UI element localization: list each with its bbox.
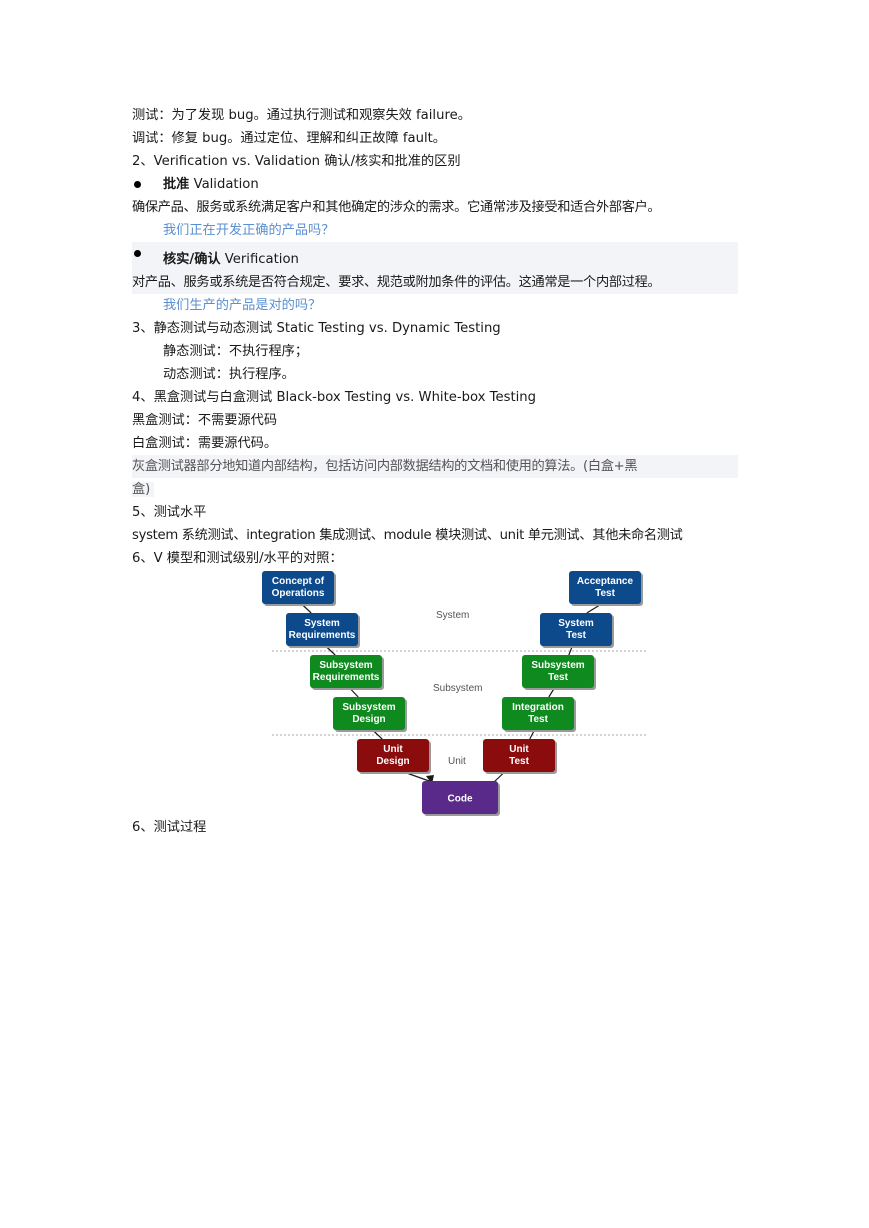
box-label: Subsystem — [342, 702, 395, 713]
text-line: 对产品、服务或系统是否符合规定、要求、规范或附加条件的评估。这通常是一个内部过程… — [132, 271, 738, 294]
box-fill — [310, 655, 382, 688]
section-heading: 6、测试过程 — [132, 820, 207, 835]
text-line: 测试：为了发现 bug。通过执行测试和观察失效 failure。 — [132, 108, 471, 123]
section-heading: 4、黑盒测试与白盒测试 Black-box Testing vs. White-… — [132, 390, 537, 405]
level-label: System — [436, 610, 469, 621]
level-label: Subsystem — [433, 683, 482, 694]
box-label: Operations — [272, 588, 325, 599]
section-heading: 5、测试水平 — [132, 505, 207, 520]
box-label: Test — [548, 672, 568, 683]
box-label: Code — [448, 794, 473, 805]
box-label: Subsystem — [319, 660, 372, 671]
box-label: System — [558, 618, 594, 629]
bullet-item-verification: 核实/确认 Verification — [132, 242, 738, 271]
box-label: Requirements — [289, 630, 356, 641]
box-label: Test — [566, 630, 586, 641]
box-label: System — [304, 618, 340, 629]
text-line: 白盒测试：需要源代码。 — [132, 436, 278, 451]
bullet-item-validation: 批准 Validation — [132, 173, 738, 196]
box-label: Concept of — [272, 576, 325, 587]
section-heading: 6、V 模型和测试级别/水平的对照： — [132, 551, 343, 566]
box-label: Unit — [383, 744, 403, 755]
box-label: Requirements — [313, 672, 380, 683]
box-label: Test — [595, 588, 615, 599]
text-line: 黑盒测试：不需要源代码 — [132, 413, 278, 428]
text-line: 动态测试：执行程序。 — [163, 367, 295, 382]
text-line: 调试：修复 bug。通过定位、理解和纠正故障 fault。 — [132, 131, 446, 146]
box-label: Design — [352, 714, 385, 725]
text-line: system 系统测试、integration 集成测试、module 模块测试… — [132, 528, 683, 543]
box-label: Design — [376, 756, 409, 767]
text-line-cont: 盒) — [132, 478, 738, 501]
text-line: 静态测试：不执行程序； — [163, 344, 309, 359]
bullet-term: 批准 — [163, 177, 190, 192]
box-fill — [286, 613, 358, 646]
document-body: 测试：为了发现 bug。通过执行测试和观察失效 failure。 调试：修复 b… — [132, 104, 738, 570]
box-fill — [333, 697, 405, 730]
box-fill — [483, 739, 555, 772]
text-line: 灰盒测试器部分地知道内部结构，包括访问内部数据结构的文档和使用的算法。(白盒+黑 — [132, 455, 738, 478]
text-line: 确保产品、服务或系统满足客户和其他确定的涉众的需求。它通常涉及接受和适合外部客户… — [132, 200, 661, 215]
box-fill — [569, 571, 641, 604]
box-label: Integration — [512, 702, 564, 713]
bullet-term-en: Verification — [220, 252, 299, 267]
box-label: Subsystem — [531, 660, 584, 671]
question-line: 我们正在开发正确的产品吗？ — [163, 223, 335, 238]
section-heading: 2、Verification vs. Validation 确认/核实和批准的区… — [132, 154, 461, 169]
box-label: Unit — [509, 744, 529, 755]
question-line: 我们生产的产品是对的吗？ — [163, 298, 322, 313]
box-fill — [502, 697, 574, 730]
box-fill — [262, 571, 334, 604]
box-label: Test — [509, 756, 529, 767]
code-box: Code — [422, 781, 500, 816]
text-fragment: 盒) — [132, 482, 155, 497]
box-label: Test — [528, 714, 548, 725]
section-heading: 3、静态测试与动态测试 Static Testing vs. Dynamic T… — [132, 321, 501, 336]
box-label: Acceptance — [577, 576, 634, 587]
level-label: Unit — [448, 756, 466, 767]
bullet-term: 核实/确认 — [163, 252, 221, 267]
box-fill — [522, 655, 594, 688]
box-fill — [422, 781, 498, 814]
bullet-term-en: Validation — [189, 177, 259, 192]
box-fill — [540, 613, 612, 646]
box-fill — [357, 739, 429, 772]
